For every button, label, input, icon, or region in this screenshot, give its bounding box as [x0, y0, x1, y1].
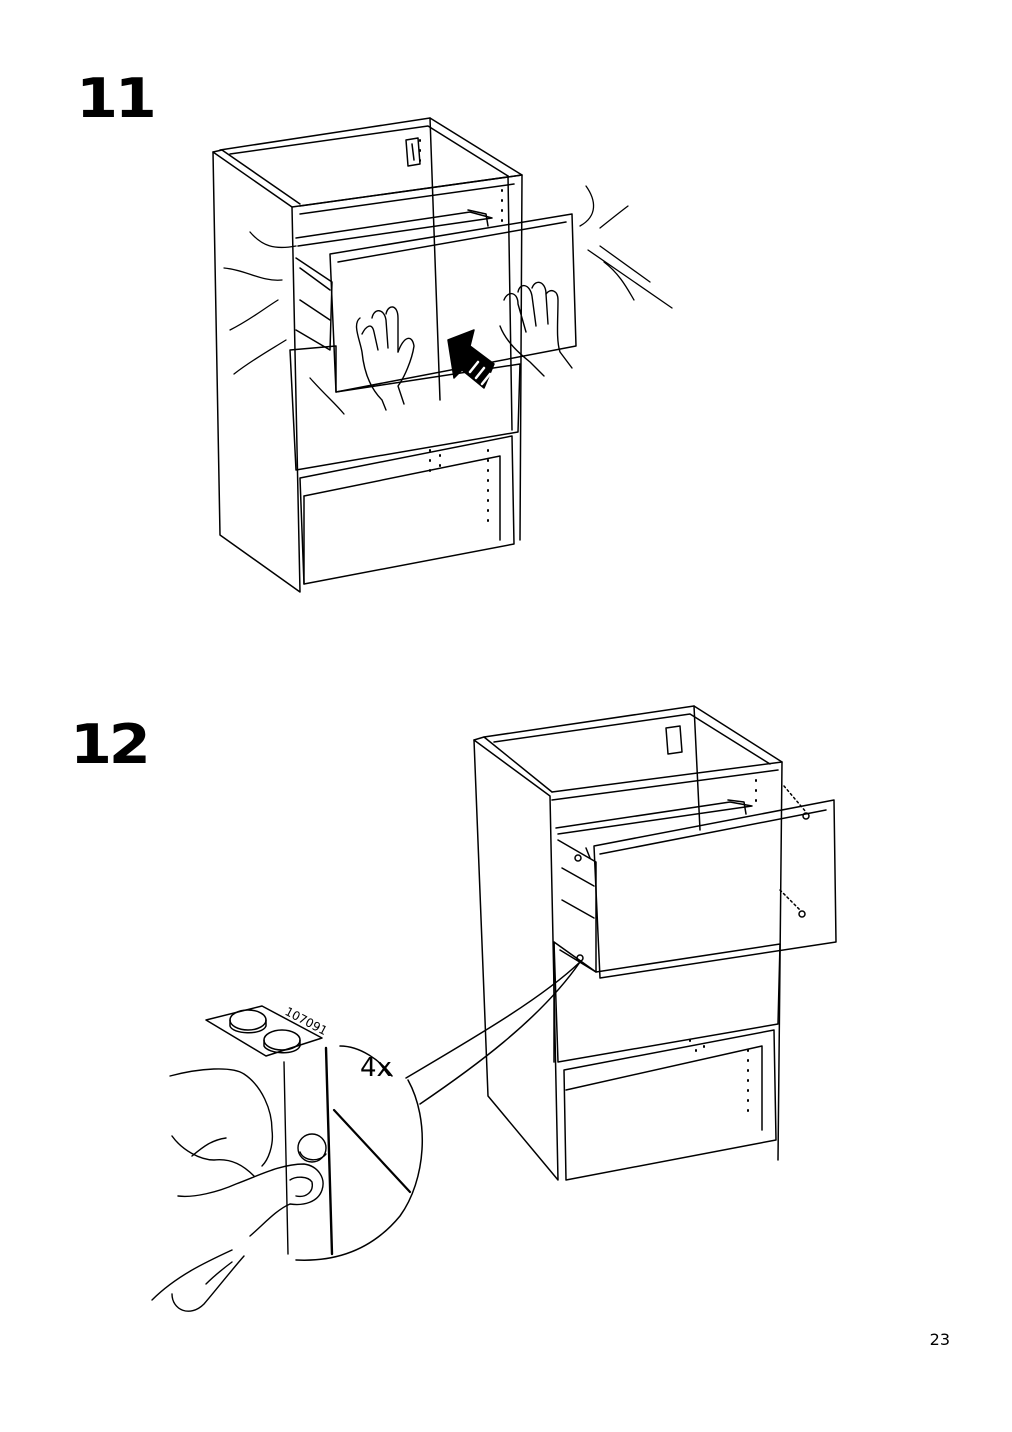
step-11-cabinet	[212, 117, 577, 593]
step-12-number: 12	[70, 713, 151, 776]
hand-icon	[355, 281, 573, 411]
push-arrow-icon	[447, 329, 495, 389]
bumper-pad-icon	[205, 1005, 323, 1057]
hand-icon	[151, 1046, 412, 1312]
page-number: 23	[929, 1330, 950, 1349]
impact-burst	[223, 185, 673, 415]
step-11-number: 11	[76, 67, 157, 130]
detail-callout	[295, 961, 581, 1261]
step-12-cabinet	[473, 705, 837, 1181]
quantity-label: 4x	[360, 1053, 392, 1083]
